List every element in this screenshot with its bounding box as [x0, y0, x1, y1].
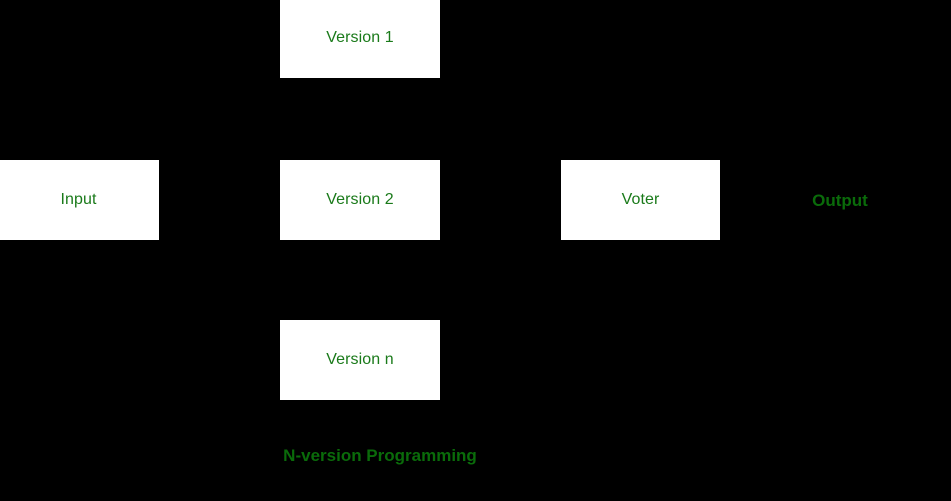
node-version-2-label: Version 2	[326, 191, 394, 208]
node-input-label: Input	[60, 191, 97, 208]
output-label: Output	[812, 191, 868, 210]
node-version-1-label: Version 1	[326, 29, 394, 46]
node-version-1: Version 1	[280, 0, 440, 78]
diagram-caption: N-version Programming	[283, 446, 477, 465]
node-version-n: Version n	[280, 320, 440, 400]
node-input: Input	[0, 160, 159, 240]
node-version-2: Version 2	[280, 160, 440, 240]
node-voter-label: Voter	[621, 191, 660, 208]
connector-input-to-version-n	[159, 199, 280, 361]
connector-version-1-to-voter	[440, 38, 561, 201]
connector-version-n-to-voter	[440, 199, 561, 361]
node-version-n-label: Version n	[326, 351, 394, 368]
connector-input-to-version-1	[159, 38, 280, 201]
node-voter: Voter	[561, 160, 720, 240]
